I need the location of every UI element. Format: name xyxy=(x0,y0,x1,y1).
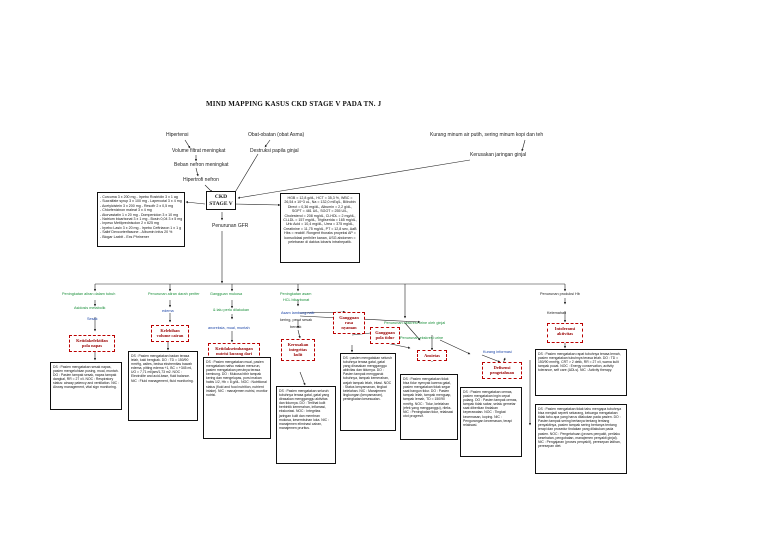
diagnosis-pola-tidur: Gangguan pola tidur xyxy=(370,327,400,344)
diagnosis-line: Gangguan xyxy=(375,330,395,335)
branch-edema: edema xyxy=(162,309,174,313)
branch-asam-lambung: Asam lambung naik xyxy=(281,311,315,315)
branch-bercak: bercak xyxy=(290,325,302,329)
branch-asidosis: Asidosis metabolik xyxy=(74,306,106,310)
branch-penurunan-ekskresi: Penurunan ekskresi urine oleh ginjal xyxy=(384,321,446,325)
diagnosis-line: Ketidakefektifan xyxy=(76,338,108,343)
plan-rasa-nyaman: DS : pasien mengatakan seluruh tubuhnya … xyxy=(340,353,396,431)
therapy-line: - Inpeso Metilprednisolon 2 x 625 mg xyxy=(100,221,159,226)
branch-pembentukan-sel: Penurunan ekskresi urine xyxy=(400,336,444,340)
ckd-label: CKD xyxy=(214,194,228,200)
branch-kurang-informasi: Kurang informasi xyxy=(483,350,512,354)
plan-ansietas: DS : Pasien mengatakan cemas, pasien men… xyxy=(460,387,522,457)
diagnosis-rasa-nyaman: Gangguan rasa nyaman xyxy=(333,312,365,334)
plan-nutrisi: DS : Pasien mengatakan mual, pasien meng… xyxy=(203,357,271,439)
diagnosis-volume-cairan: Kelebihan volume cairan xyxy=(151,325,189,342)
cause-volume-filtrat: Volume filtrat meningkat xyxy=(172,148,226,154)
therapy-line: - Curcuma 3 x 200 mg - Irpebo Rostridin … xyxy=(100,195,178,199)
diagnosis-line: aktivitas xyxy=(556,331,574,337)
therapy-line: - Salbf Dexcorterlfasone - Albumin infus… xyxy=(100,230,173,235)
diagnosis-line: volume cairan xyxy=(156,333,184,339)
branch-penurunan-perfusi: Penurunan aliran darah perifer xyxy=(148,292,200,296)
branch-mual: anoreksia, mual, muntah xyxy=(208,326,250,330)
lab-results: HGB = 12,8 g/dL, HCT = 35,3 %, WBC = 26,… xyxy=(280,193,360,263)
therapy-line: - Acetylcistein 3 x 200 mg - Resofir 2 x… xyxy=(100,203,174,208)
plan-pola-napas: DS : Pasien mengatakan sesak napas, pasi… xyxy=(50,362,122,410)
ckd-stage-node: CKD STAGE V xyxy=(206,191,236,210)
therapy-line: - Biogar Laxbit - Exs Phrinener xyxy=(100,234,149,239)
diagnosis-line: pola napas xyxy=(81,343,103,349)
diagnosis-line: integritas xyxy=(289,347,307,353)
branch-peningkatan-cairan: Peningkatan aliran dalam tubuh xyxy=(62,292,116,296)
branch-hcl-bikarbonat: HCL bikarbonat xyxy=(283,298,310,302)
branch-mukosa-gaster: & lalu perlu dilakukan xyxy=(213,308,250,312)
lab-text: HGB = 12,8 g/dL, HCT = 35,3 %, WBC = 26,… xyxy=(283,196,357,245)
therapy-list: - Curcuma 3 x 200 mg - Irpebo Rostridin … xyxy=(97,192,185,247)
cause-beban-nefron: Beban nefron meningkat xyxy=(174,162,229,168)
therapy-line: - Irpebo Lasix 3 x 20 mg - Irpebo Ceftri… xyxy=(100,225,182,230)
diagnosis-line: kulit xyxy=(293,352,303,358)
branch-gangguan-mukosa: Gangguan mukosa xyxy=(210,292,243,296)
cause-destruksi: Destruksi papila ginjal xyxy=(250,148,299,154)
therapy-line: - Natrium bicarbonat 3 x 1 mg - Bosin 0,… xyxy=(100,217,183,222)
stage-label: STAGE V xyxy=(209,201,233,207)
branch-penurunan-hb: Penurunan produksi Hb xyxy=(540,292,580,296)
diagnosis-line: Ansietas xyxy=(424,353,440,358)
cause-kurang-minum: Kurang minum air putih, sering minum kop… xyxy=(430,132,544,138)
plan-pola-tidur: DS : Pasien mengatakan tidak bisa tidur … xyxy=(400,374,458,440)
diagnosis-line: Defisensi xyxy=(493,365,511,370)
branch-nyeri-perut: kering, perut sesak xyxy=(280,318,313,322)
diagnosis-line: nyaman xyxy=(341,325,357,331)
cause-hipertensi: Hipertensi xyxy=(166,132,189,138)
diagnosis-intoleransi-aktivitas: Intoleransi aktivitas xyxy=(547,323,583,343)
cause-kerusakan-ginjal: Kerusakan jaringan ginjal xyxy=(470,152,527,158)
therapy-line: - Atorvastatin 1 x 20 mg - Dompenidon 3 … xyxy=(100,212,179,217)
plan-intoleransi-aktivitas: DS : Pasien mengatakan rapat tubuhnya te… xyxy=(535,349,627,396)
branch-kelemahan: Kelemahan xyxy=(547,311,567,315)
page-title: MIND MAPPING KASUS CKD STAGE V PADA TN. … xyxy=(206,100,382,108)
plan-defisiensi-pengetahuan: DS : Pasien mengatakan tidak tahu mengap… xyxy=(535,404,627,474)
cause-hipertrofi-nefron: Hipertrofi nefron xyxy=(183,177,219,183)
diagnosis-line: Kerusakan xyxy=(287,342,309,347)
diagnosis-integritas-kulit: Kerusakan integritas kulit xyxy=(281,339,315,361)
diagnosis-line: pola tidur xyxy=(375,335,395,341)
diagnosis-line: Gangguan xyxy=(339,315,359,320)
diagnosis-line: Intoleransi xyxy=(554,326,576,331)
branch-sesak: Sesak xyxy=(87,317,98,321)
plan-integritas-kulit: DS : Pasien mengatakan seluruh tubuhnya … xyxy=(276,386,336,464)
diagnosis-pola-napas: Ketidakefektifan pola napas xyxy=(69,335,115,352)
branch-peningkatan-asam: Peningkatan asam xyxy=(280,292,312,296)
diagnosis-line: rasa xyxy=(344,320,354,326)
cause-obat: Obat-obatan (obat Asma) xyxy=(248,132,305,138)
diagnosis-line: Ketidakseimbangan xyxy=(215,346,253,351)
diagnosis-defisiensi-pengetahuan: Defisensi pengetahuan xyxy=(482,362,522,379)
diagnosis-line: nutrisi kurang dari xyxy=(215,351,253,357)
plan-volume-cairan: DS : Pasien mengatakan badan terasa lela… xyxy=(128,351,198,421)
diagnosis-ansietas: Ansietas xyxy=(417,350,447,361)
penurunan-gfr: Penurunan GFR xyxy=(212,223,249,229)
therapy-line: - Sucralfate syrup 3 x 100 mg - Lapercot… xyxy=(100,199,182,204)
diagnosis-line: Kelebihan xyxy=(160,328,180,333)
diagnosis-line: pengetahuan xyxy=(489,370,515,376)
therapy-line: - Chlorfenizinon maleat 3 x 4 mg xyxy=(100,208,152,213)
